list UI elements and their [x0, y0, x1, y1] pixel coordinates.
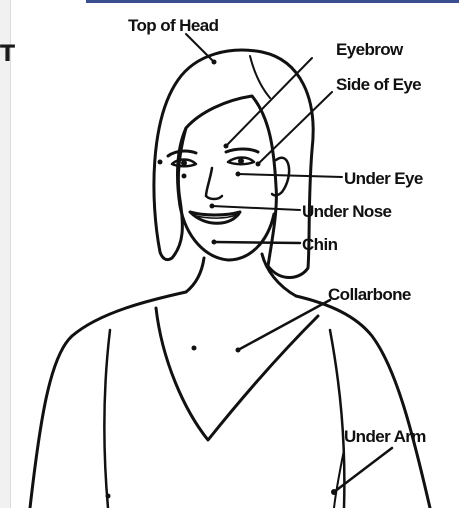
point-face-left-1 [158, 160, 163, 165]
leader-collarbone [238, 300, 330, 350]
label-chin: Chin [302, 235, 338, 254]
right-eyebrow [226, 149, 258, 152]
leader-lines [186, 34, 392, 492]
nose [206, 168, 222, 199]
leader-top-of-head [186, 34, 214, 62]
point-collarbone-left [192, 346, 197, 351]
point-face-left-2 [182, 174, 187, 179]
leader-chin [214, 242, 300, 243]
hair-strand [250, 56, 270, 98]
right-iris [238, 158, 244, 164]
tapping-points [106, 60, 338, 499]
label-collarbone: Collarbone [328, 285, 411, 304]
left-shoulder [30, 292, 186, 508]
right-shoulder [296, 296, 430, 508]
left-strap [104, 330, 110, 508]
left-eyebrow [168, 151, 196, 156]
v-neckline [156, 308, 318, 440]
label-under-nose: Under Nose [302, 202, 392, 221]
point-left-side [106, 494, 111, 499]
label-under-arm: Under Arm [344, 427, 426, 446]
label-top-of-head: Top of Head [128, 16, 219, 35]
label-eyebrow: Eyebrow [336, 40, 404, 59]
right-side-line [334, 450, 344, 508]
leader-under-nose [212, 206, 300, 210]
label-side-of-eye: Side of Eye [336, 75, 421, 94]
left-iris [181, 160, 187, 166]
label-under-eye: Under Eye [344, 169, 423, 188]
neck-left [186, 258, 204, 292]
